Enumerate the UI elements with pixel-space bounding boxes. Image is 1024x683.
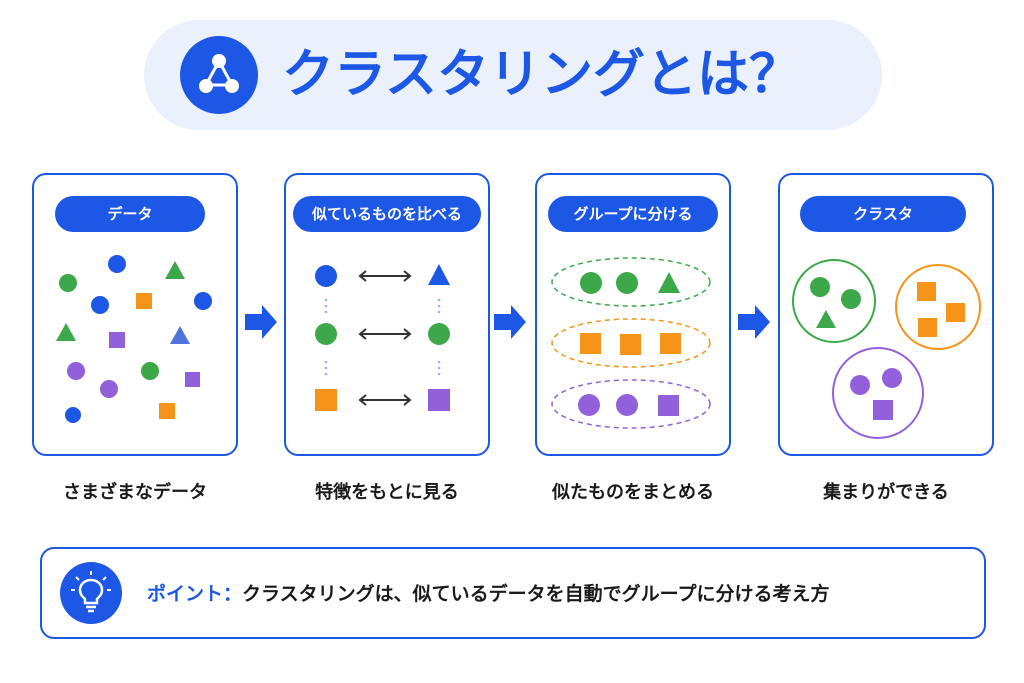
purple-square bbox=[428, 389, 450, 411]
panel-label-group: グループに分ける bbox=[548, 196, 718, 232]
orange-square bbox=[315, 389, 337, 411]
green-circle bbox=[580, 272, 602, 294]
lightbulb-icon bbox=[60, 562, 122, 624]
scattered-data-points bbox=[56, 255, 212, 423]
blue-circle bbox=[315, 265, 337, 287]
green-circle bbox=[810, 277, 830, 297]
caption-data: さまざまなデータ bbox=[63, 482, 207, 503]
green-group-outline bbox=[551, 257, 711, 307]
comparison-rows bbox=[315, 264, 450, 411]
green-circle bbox=[59, 274, 77, 292]
orange-square bbox=[159, 403, 175, 419]
orange-square bbox=[620, 334, 641, 355]
purple-circle bbox=[100, 380, 118, 398]
green-circle bbox=[315, 323, 337, 345]
orange-square bbox=[136, 293, 152, 309]
green-cluster bbox=[792, 259, 876, 343]
green-circle bbox=[428, 323, 450, 345]
title-banner bbox=[144, 20, 882, 130]
caption-cluster: 集まりができる bbox=[823, 482, 949, 503]
blue-circle bbox=[65, 407, 81, 423]
blue-triangle bbox=[428, 264, 450, 285]
green-circle bbox=[141, 362, 159, 380]
orange-square bbox=[580, 333, 601, 354]
blue-triangle bbox=[170, 326, 190, 344]
double-arrow-icon bbox=[358, 270, 412, 406]
purple-square bbox=[185, 372, 200, 387]
page-title: クラスタリングとは？ bbox=[282, 45, 801, 105]
grouped-rows bbox=[551, 257, 711, 429]
green-circle bbox=[841, 289, 861, 309]
panel-label-compare: 似ているものを比べる bbox=[293, 196, 481, 232]
orange-square bbox=[660, 333, 681, 354]
green-triangle bbox=[816, 310, 836, 328]
purple-circle bbox=[882, 368, 902, 388]
orange-square bbox=[917, 282, 936, 301]
orange-square bbox=[918, 318, 937, 337]
purple-group-outline bbox=[551, 379, 711, 429]
green-triangle bbox=[56, 323, 76, 341]
point-box bbox=[40, 547, 986, 639]
purple-square bbox=[658, 395, 679, 416]
network-nodes-icon bbox=[180, 36, 258, 114]
purple-circle bbox=[616, 394, 638, 416]
panel-label-data: データ bbox=[55, 196, 205, 232]
point-line: ポイント：クラスタリングは、似ているデータを自動でグループに分ける考え方 bbox=[147, 577, 830, 611]
caption-group: 似たものをまとめる bbox=[552, 482, 714, 503]
blue-circle bbox=[91, 296, 109, 314]
clusters bbox=[792, 259, 981, 439]
point-label: ポイント： bbox=[147, 583, 243, 605]
purple-square bbox=[873, 400, 893, 420]
purple-cluster bbox=[832, 347, 924, 439]
point-text: クラスタリングは、似ているデータを自動でグループに分ける考え方 bbox=[242, 583, 830, 605]
blue-circle bbox=[194, 292, 212, 310]
arrow-right-icon bbox=[245, 305, 770, 339]
green-triangle bbox=[165, 261, 185, 279]
purple-circle bbox=[67, 362, 85, 380]
purple-square bbox=[109, 332, 125, 348]
panel-label-cluster: クラスタ bbox=[800, 196, 966, 232]
orange-square bbox=[946, 303, 965, 322]
purple-circle bbox=[578, 394, 600, 416]
dotted-connector bbox=[324, 298, 441, 376]
green-triangle bbox=[658, 272, 680, 293]
orange-group-outline bbox=[551, 318, 711, 368]
green-circle bbox=[616, 272, 638, 294]
blue-circle bbox=[108, 255, 126, 273]
caption-compare: 特徴をもとに見る bbox=[315, 482, 459, 503]
purple-circle bbox=[850, 375, 870, 395]
orange-cluster bbox=[895, 264, 981, 350]
